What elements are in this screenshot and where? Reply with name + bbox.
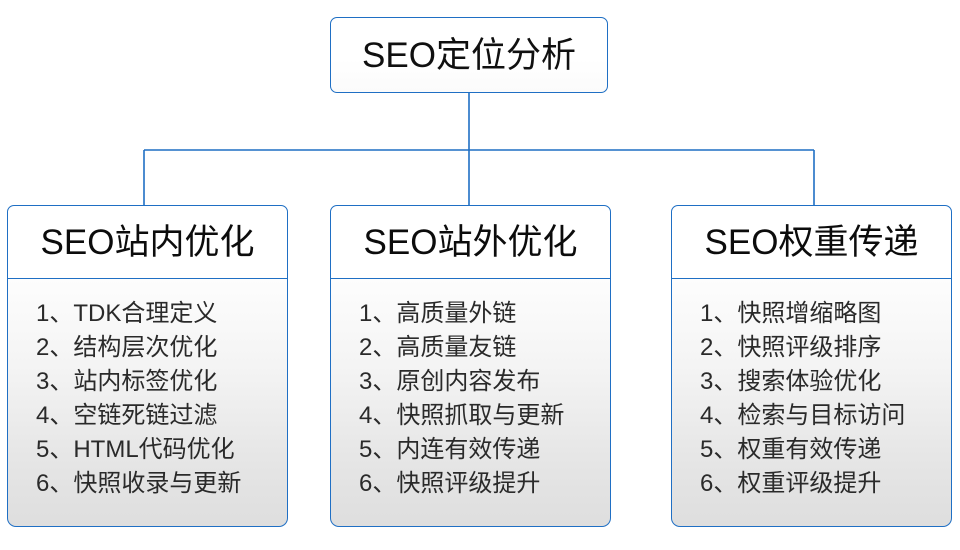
list-item: 3、搜索体验优化	[700, 368, 882, 395]
branch-header-label-3: SEO权重传递	[704, 222, 919, 262]
list-item: 5、HTML代码优化	[36, 436, 235, 463]
branch-body-3: 1、快照增缩略图 2、快照评级排序 3、搜索体验优化 4、检索与目标访问 5、权…	[671, 279, 952, 527]
list-item: 1、TDK合理定义	[36, 300, 218, 327]
branch-item-list-3: 1、快照增缩略图 2、快照评级排序 3、搜索体验优化 4、检索与目标访问 5、权…	[672, 297, 951, 501]
list-item: 5、内连有效传递	[359, 436, 541, 463]
branch-column-3: SEO权重传递 1、快照增缩略图 2、快照评级排序 3、搜索体验优化 4、检索与…	[671, 205, 952, 527]
list-item: 6、快照收录与更新	[36, 470, 242, 497]
branch-item-list-2: 1、高质量外链 2、高质量友链 3、原创内容发布 4、快照抓取与更新 5、内连有…	[331, 297, 610, 501]
branch-header-label-2: SEO站外优化	[363, 222, 578, 262]
list-item: 5、权重有效传递	[700, 436, 882, 463]
branch-body-2: 1、高质量外链 2、高质量友链 3、原创内容发布 4、快照抓取与更新 5、内连有…	[330, 279, 611, 527]
branch-item-list-1: 1、TDK合理定义 2、结构层次优化 3、站内标签优化 4、空链死链过滤 5、H…	[8, 297, 287, 501]
list-item: 2、结构层次优化	[36, 334, 218, 361]
list-item: 2、高质量友链	[359, 334, 517, 361]
list-item: 3、原创内容发布	[359, 368, 541, 395]
list-item: 4、检索与目标访问	[700, 402, 906, 429]
branch-header-2[interactable]: SEO站外优化	[330, 205, 611, 279]
list-item: 6、权重评级提升	[700, 470, 882, 497]
branch-header-3[interactable]: SEO权重传递	[671, 205, 952, 279]
list-item: 1、高质量外链	[359, 300, 517, 327]
list-item: 2、快照评级排序	[700, 334, 882, 361]
branch-header-1[interactable]: SEO站内优化	[7, 205, 288, 279]
list-item: 4、空链死链过滤	[36, 402, 218, 429]
root-node[interactable]: SEO定位分析	[330, 17, 608, 93]
list-item: 4、快照抓取与更新	[359, 402, 565, 429]
branch-body-1: 1、TDK合理定义 2、结构层次优化 3、站内标签优化 4、空链死链过滤 5、H…	[7, 279, 288, 527]
branch-column-2: SEO站外优化 1、高质量外链 2、高质量友链 3、原创内容发布 4、快照抓取与…	[330, 205, 611, 527]
list-item: 1、快照增缩略图	[700, 300, 882, 327]
branch-header-label-1: SEO站内优化	[40, 222, 255, 262]
root-node-label: SEO定位分析	[362, 35, 576, 75]
branch-column-1: SEO站内优化 1、TDK合理定义 2、结构层次优化 3、站内标签优化 4、空链…	[7, 205, 288, 527]
list-item: 6、快照评级提升	[359, 470, 541, 497]
list-item: 3、站内标签优化	[36, 368, 218, 395]
